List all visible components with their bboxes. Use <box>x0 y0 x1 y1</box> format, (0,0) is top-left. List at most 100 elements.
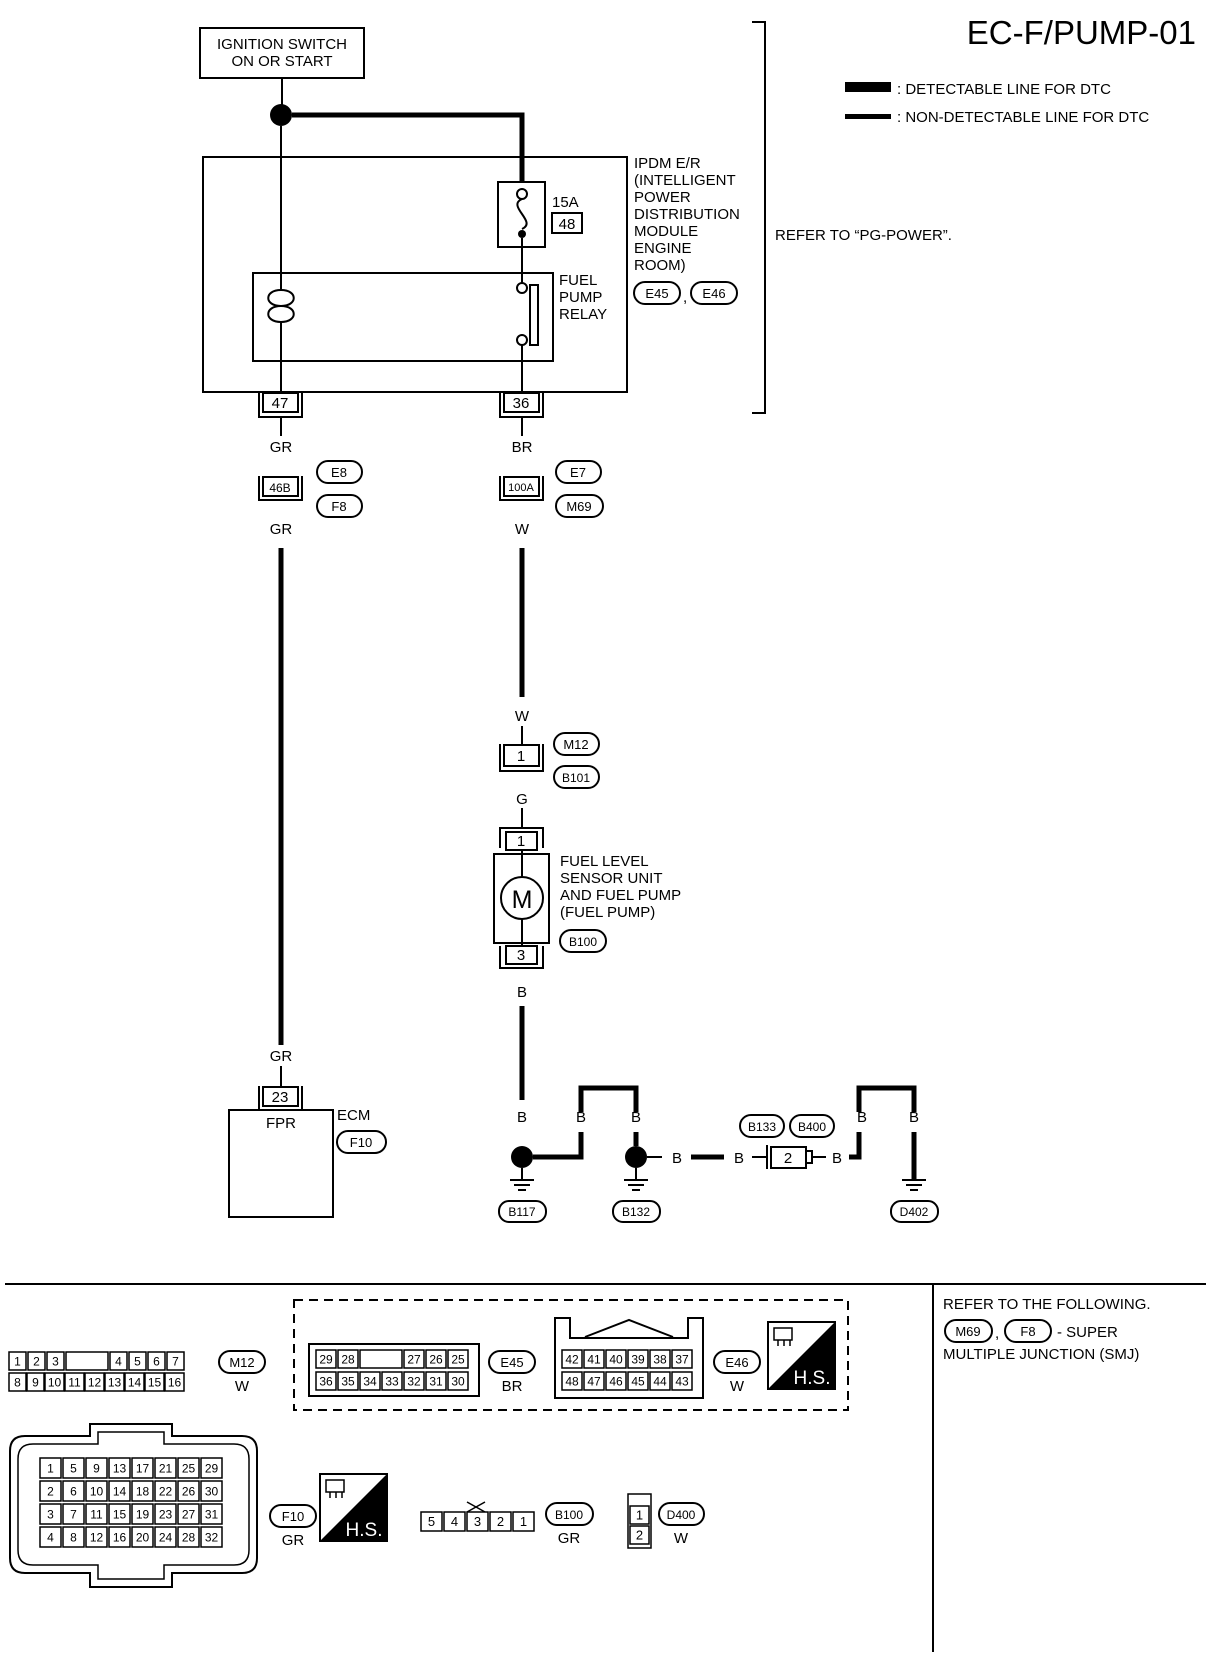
pump-pin-1: 1 <box>517 833 525 850</box>
connector-badge-b133 <box>739 1114 785 1138</box>
legend-non-detectable-text: : NON-DETECTABLE LINE FOR DTC <box>897 109 1149 126</box>
ipdm-label-6: ENGINE <box>634 240 692 257</box>
connector-pin-cell <box>466 1511 489 1532</box>
connector-pin-cell <box>561 1349 583 1369</box>
connector-pin-cell <box>131 1526 154 1548</box>
connector-pin-label: 11 <box>90 1507 103 1521</box>
connector-pin-cell <box>44 1372 65 1392</box>
ground-badge-b132 <box>612 1200 661 1223</box>
legend-thin-line <box>845 114 891 119</box>
wire-color-b-2: B <box>517 1109 527 1126</box>
connector-pin-cell <box>420 1511 443 1532</box>
connector-pin-cell <box>85 1526 108 1548</box>
fuel-pump-relay-box <box>252 272 554 362</box>
ground-badge-b117 <box>498 1200 547 1223</box>
wire-color-gr-3: GR <box>270 1048 293 1065</box>
connector-group-dashed <box>293 1299 849 1411</box>
connector-key-slot <box>65 1351 109 1371</box>
connector-pin-cell <box>337 1371 359 1391</box>
wire-color-b-8: B <box>857 1109 867 1126</box>
connector-m12: M12 <box>563 737 588 752</box>
connector-pin-cell <box>62 1526 85 1548</box>
ecm-pin-label-fpr: FPR <box>266 1115 296 1132</box>
fuse-terminal-bottom <box>518 230 526 238</box>
feed-wire-to-fuse <box>292 112 525 190</box>
motor-letter: M <box>512 886 533 914</box>
connector-pin-label: 24 <box>159 1530 173 1544</box>
connector-pin-cell <box>177 1480 200 1502</box>
connector-pin-label: 32 <box>205 1530 219 1544</box>
bottom-e45-id: E45 <box>500 1355 523 1370</box>
connector-pin-label: 13 <box>108 1375 122 1389</box>
ignition-line1: IGNITION SWITCH <box>217 36 347 53</box>
connector-pin-cell <box>403 1371 425 1391</box>
connector-pin-label: 10 <box>90 1484 104 1498</box>
connector-pin-cell <box>583 1371 605 1391</box>
connector-pin-cell <box>85 1503 108 1525</box>
hs-label-1: H.S. <box>794 1368 831 1389</box>
bottom-badge-e46 <box>713 1350 761 1374</box>
junction-100a-bracket <box>499 476 544 501</box>
refer-badge-m69 <box>944 1319 993 1343</box>
connector-pin-cell <box>64 1372 85 1392</box>
e46-key-icon <box>584 1318 674 1338</box>
connector-pin-cell <box>443 1511 466 1532</box>
connector-pin-label: 19 <box>136 1507 150 1521</box>
connector-pin-label: 10 <box>48 1375 62 1389</box>
bottom-badge-b100 <box>545 1502 594 1526</box>
connector-pin-label: 9 <box>93 1461 100 1475</box>
pump-pin3-box <box>505 945 538 965</box>
connector-pin-label: 29 <box>205 1461 219 1475</box>
junction-b133-box <box>770 1146 807 1169</box>
connector-pin-label: 25 <box>182 1461 196 1475</box>
refer-pg-power: REFER TO “PG-POWER”. <box>775 227 952 244</box>
connector-key-slot <box>359 1349 403 1369</box>
refer-comma: , <box>995 1325 999 1342</box>
connector-pin-label: 5 <box>134 1354 141 1368</box>
connector-pin-cell <box>649 1349 671 1369</box>
relay-contact-top <box>516 282 528 294</box>
connector-pin-cell <box>359 1371 381 1391</box>
connector-pin-label: 1 <box>520 1514 527 1529</box>
connector-pin-label: 30 <box>451 1374 465 1388</box>
splice-dot-ignition <box>270 104 292 126</box>
junction-46b-bracket <box>258 476 303 501</box>
junction-46b-terminal: 46B <box>269 481 290 495</box>
connector-pin-label: 41 <box>587 1352 601 1366</box>
connector-pin-cell <box>315 1371 337 1391</box>
ipdm-label-1: IPDM E/R <box>634 155 701 172</box>
connector-pin-label: 37 <box>675 1352 689 1366</box>
ground-badge-d402 <box>890 1200 939 1223</box>
connector-pin-label: 8 <box>70 1530 77 1544</box>
wire-color-g: G <box>516 791 528 808</box>
wire-color-b-6: B <box>734 1150 744 1167</box>
connector-pin-cell <box>425 1371 447 1391</box>
bottom-e46-color: W <box>730 1378 745 1395</box>
connector-pin-label: 46 <box>609 1374 623 1388</box>
b-wire-to-d402-lower <box>849 1132 862 1160</box>
bottom-badge-e45 <box>488 1350 536 1374</box>
ground-b117: B117 <box>508 1205 535 1219</box>
junction-m12-bracket <box>499 744 544 772</box>
junction-b133-terminal: 2 <box>784 1150 792 1167</box>
connector-pin-label: 17 <box>136 1461 150 1475</box>
connector-pin-label: 4 <box>451 1514 458 1529</box>
connector-pin-cell <box>104 1372 125 1392</box>
connector-pin-cell <box>84 1372 105 1392</box>
connector-pin-label: 27 <box>182 1507 196 1521</box>
connector-pin-cell <box>200 1526 223 1548</box>
wire-color-b-5: B <box>672 1150 682 1167</box>
connector-pin-cell <box>154 1503 177 1525</box>
connector-pin-label: 5 <box>428 1514 435 1529</box>
page-code: EC-F/PUMP-01 <box>967 14 1196 51</box>
wire-color-w-1: W <box>515 521 530 538</box>
connector-pin-label: 5 <box>70 1461 77 1475</box>
bottom-f10-id: F10 <box>282 1509 304 1524</box>
connector-f10: F10 <box>350 1135 372 1150</box>
legend-thick-line <box>845 82 891 92</box>
connector-pin-cell <box>154 1480 177 1502</box>
connector-pin-label: 26 <box>182 1484 196 1498</box>
